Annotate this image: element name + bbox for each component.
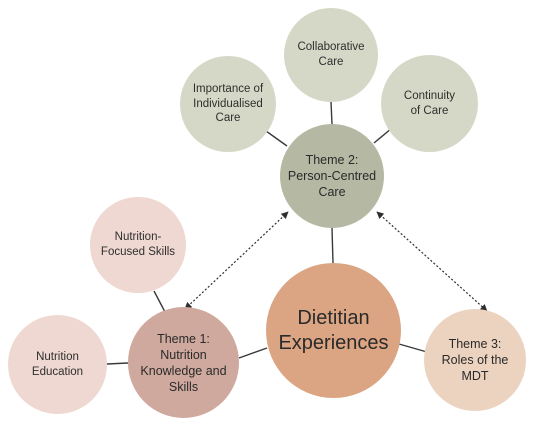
nutrition-focused-skills-label: Nutrition- Focused Skills — [100, 231, 176, 258]
link-nutrition-focused-theme1 — [153, 290, 166, 313]
link-theme2-center — [331, 227, 334, 264]
continuity-of-care-label: Continuity of Care — [403, 89, 456, 117]
individualised-care-label: Importance of Individualised Care — [192, 82, 264, 125]
arrow-theme2-theme1 — [184, 211, 289, 310]
individualised-care-node: Importance of Individualised Care — [180, 56, 276, 152]
nutrition-education-label: Nutrition Education — [31, 350, 84, 378]
theme2-node: Theme 2: Person-Centred Care — [280, 124, 384, 228]
theme3-label: Theme 3: Roles of the MDT — [441, 337, 509, 383]
arrow-theme2-theme3 — [376, 211, 488, 312]
nutrition-focused-skills-node: Nutrition- Focused Skills — [90, 197, 186, 293]
collaborative-care-label: Collaborative Care — [297, 41, 365, 68]
link-individualised-theme2 — [265, 130, 288, 147]
theme3-node: Theme 3: Roles of the MDT — [424, 309, 526, 411]
link-nutrition-education-theme1 — [106, 362, 129, 365]
link-theme1-center — [238, 347, 268, 359]
dietitian-experiences-node: Dietitian Experiences — [266, 263, 401, 398]
link-center-theme3 — [398, 343, 428, 353]
theme2-label: Theme 2: Person-Centred Care — [287, 153, 377, 199]
dietitian-experiences-label: Dietitian Experiences — [278, 306, 389, 354]
nutrition-education-node: Nutrition Education — [8, 315, 107, 414]
link-collaborative-theme2 — [330, 101, 333, 125]
continuity-of-care-node: Continuity of Care — [381, 55, 478, 152]
theme1-label: Theme 1: Nutrition Knowledge and Skills — [140, 331, 227, 394]
theme1-node: Theme 1: Nutrition Knowledge and Skills — [128, 307, 239, 418]
collaborative-care-node: Collaborative Care — [284, 8, 378, 102]
